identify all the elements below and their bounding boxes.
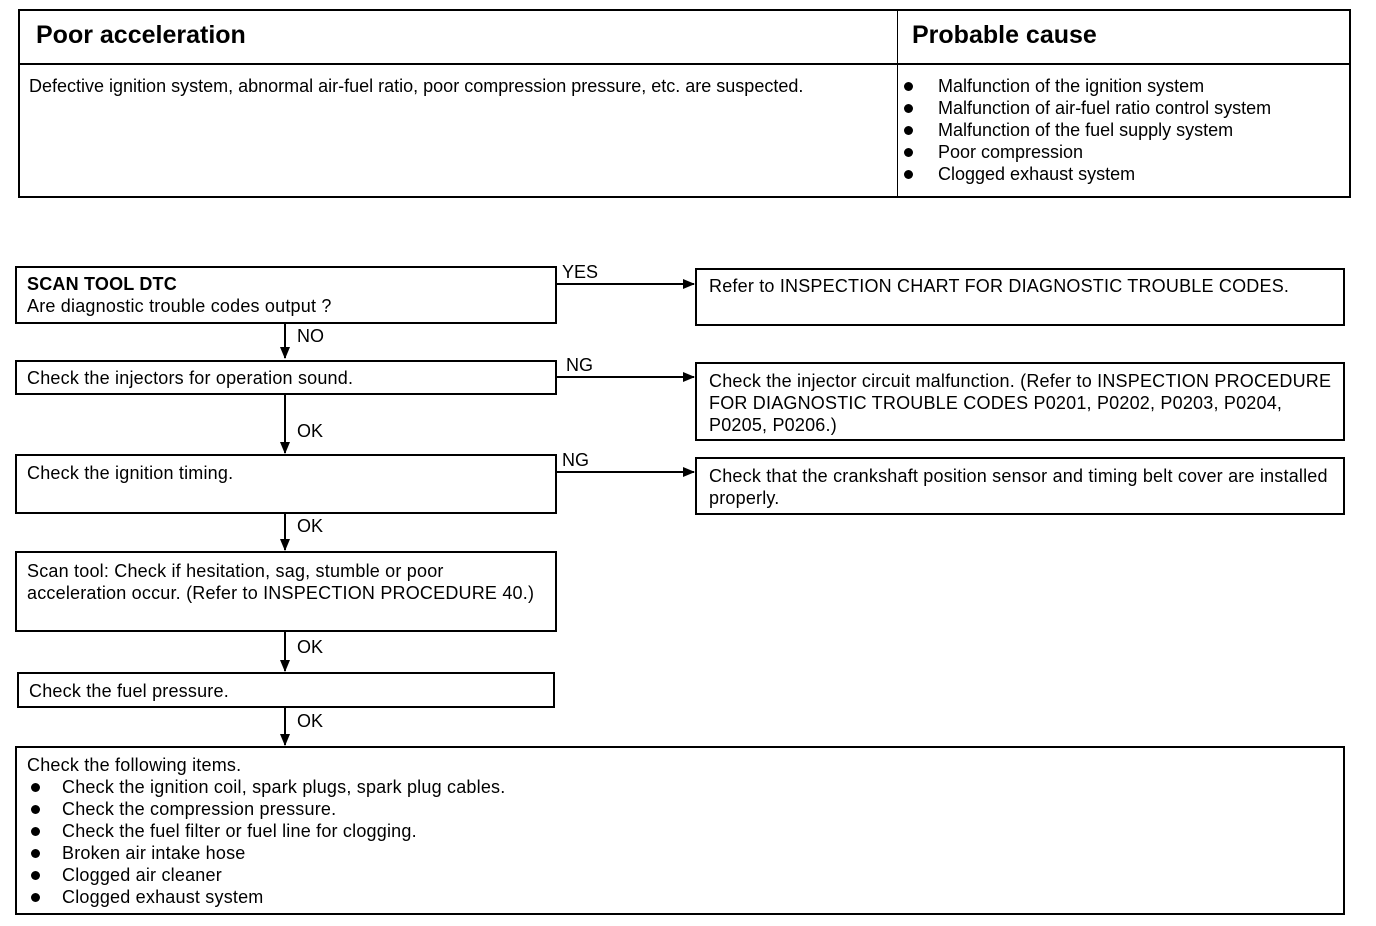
bullet-icon bbox=[904, 147, 913, 157]
symptom-title: Poor acceleration bbox=[36, 21, 246, 49]
list-item: Clogged exhaust system bbox=[904, 163, 1271, 185]
probable-cause-list: Malfunction of the ignition system Malfu… bbox=[904, 75, 1271, 185]
list-item: Clogged air cleaner bbox=[27, 864, 1333, 886]
bullet-icon bbox=[31, 892, 40, 902]
bullet-icon bbox=[31, 804, 40, 814]
ok-label: OK bbox=[297, 421, 324, 441]
bullet-icon bbox=[31, 782, 40, 792]
step-text: Check the ignition timing. bbox=[27, 463, 234, 483]
list-item: Poor compression bbox=[904, 141, 1271, 163]
bullet-icon bbox=[904, 125, 913, 135]
probable-cause-heading: Probable cause bbox=[912, 21, 1097, 49]
step-text: Check the injectors for operation sound. bbox=[27, 368, 354, 388]
list-item: Check the ignition coil, spark plugs, sp… bbox=[27, 776, 1333, 798]
step-text: Refer to INSPECTION CHART FOR DIAGNOSTIC… bbox=[709, 276, 1290, 296]
bullet-icon bbox=[904, 169, 913, 179]
ok-label: OK bbox=[297, 637, 324, 657]
ng-label: NG bbox=[562, 450, 589, 470]
step-text: Check that the crankshaft position senso… bbox=[709, 466, 1328, 508]
list-item: Malfunction of the fuel supply system bbox=[904, 119, 1271, 141]
dtc-reference-box: Refer to INSPECTION CHART FOR DIAGNOSTIC… bbox=[695, 268, 1345, 326]
bullet-icon bbox=[904, 81, 913, 91]
list-item: Check the fuel filter or fuel line for c… bbox=[27, 820, 1333, 842]
ok-label: OK bbox=[297, 516, 324, 536]
list-item: Broken air intake hose bbox=[27, 842, 1333, 864]
symptom-description: Defective ignition system, abnormal air-… bbox=[29, 76, 804, 96]
bullet-icon bbox=[31, 870, 40, 880]
step-text: Are diagnostic trouble codes output ? bbox=[27, 296, 332, 316]
injector-circuit-box: Check the injector circuit malfunction. … bbox=[695, 362, 1345, 441]
list-item: Malfunction of the ignition system bbox=[904, 75, 1271, 97]
list-item: Malfunction of air-fuel ratio control sy… bbox=[904, 97, 1271, 119]
final-checks-box: Check the following items. Check the ign… bbox=[15, 746, 1345, 915]
symptom-table: Poor acceleration Probable cause Defecti… bbox=[18, 9, 1351, 198]
ok-label: OK bbox=[297, 711, 324, 731]
step-text: Check the injector circuit malfunction. … bbox=[709, 371, 1332, 435]
table-column-divider bbox=[897, 11, 898, 196]
no-label: NO bbox=[297, 326, 324, 346]
step-title: SCAN TOOL DTC bbox=[27, 274, 177, 294]
fuel-pressure-box: Check the fuel pressure. bbox=[17, 672, 555, 708]
ignition-timing-box: Check the ignition timing. bbox=[15, 454, 557, 514]
check-items-list: Check the ignition coil, spark plugs, sp… bbox=[27, 776, 1333, 908]
step-text: Check the fuel pressure. bbox=[29, 681, 229, 701]
scan-tool-hesitation-box: Scan tool: Check if hesitation, sag, stu… bbox=[15, 551, 557, 632]
bullet-icon bbox=[31, 826, 40, 836]
scan-tool-dtc-box: SCAN TOOL DTC Are diagnostic trouble cod… bbox=[15, 266, 557, 324]
bullet-icon bbox=[31, 848, 40, 858]
list-item: Clogged exhaust system bbox=[27, 886, 1333, 908]
yes-label: YES bbox=[562, 262, 599, 282]
ng-label: NG bbox=[566, 355, 593, 375]
table-header-divider bbox=[20, 63, 1349, 65]
list-item: Check the compression pressure. bbox=[27, 798, 1333, 820]
injector-check-box: Check the injectors for operation sound. bbox=[15, 360, 557, 395]
crankshaft-sensor-box: Check that the crankshaft position senso… bbox=[695, 457, 1345, 515]
step-title: Check the following items. bbox=[27, 755, 242, 775]
step-text: Scan tool: Check if hesitation, sag, stu… bbox=[27, 561, 535, 603]
bullet-icon bbox=[904, 103, 913, 113]
